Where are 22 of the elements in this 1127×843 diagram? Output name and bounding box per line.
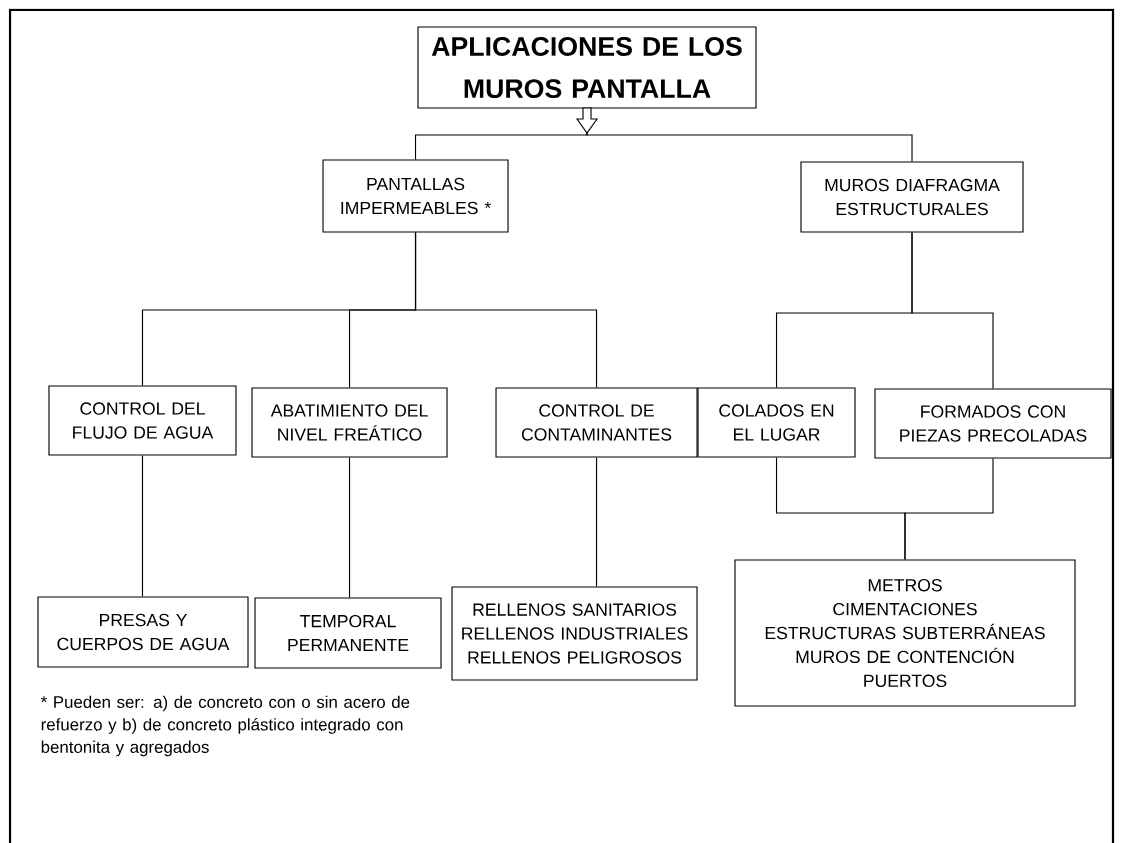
category-box: ABATIMIENTO DEL NIVEL FREÁTICO xyxy=(251,387,448,458)
footnote: * Pueden ser: a) de concreto con o sin acero de refuerzo y b) de concreto plástico integrado con bentonita y agregados xyxy=(40,695,410,757)
category-box: METROS CIMENTACIONES ESTRUCTURAS SUBTERRÁNEAS MUROS DE CONTENCIÓN PUERTOS xyxy=(734,559,1076,707)
category-box: CONTROL DE CONTAMINANTES xyxy=(495,387,698,458)
connector-line xyxy=(141,455,144,597)
category-box: CONTROL DEL FLUJO DE AGUA xyxy=(48,385,237,456)
connector-line xyxy=(911,232,994,389)
connector-line xyxy=(414,232,598,388)
category-box: RELLENOS SANITARIOS RELLENOS INDUSTRIALES RELLENOS PELIGROSOS xyxy=(451,586,698,681)
title-box: APLICACIONES DE LOS MUROS PANTALLA xyxy=(417,26,757,109)
category-box: PRESAS Y CUERPOS DE AGUA xyxy=(37,596,249,668)
connector-line xyxy=(348,457,351,598)
connector-line xyxy=(586,132,913,162)
connector-line xyxy=(904,458,994,560)
category-box: TEMPORAL PERMANENTE xyxy=(254,597,442,669)
category-box: MUROS DIAFRAGMA ESTRUCTURALES xyxy=(800,161,1024,233)
hollow-arrow xyxy=(575,107,599,134)
connector-line xyxy=(595,457,598,587)
category-box: PANTALLAS IMPERMEABLES * xyxy=(322,159,509,233)
category-box: COLADOS EN EL LUGAR xyxy=(697,387,856,458)
category-box: FORMADOS CON PIEZAS PRECOLADAS xyxy=(874,388,1112,459)
connector-line xyxy=(414,132,588,160)
